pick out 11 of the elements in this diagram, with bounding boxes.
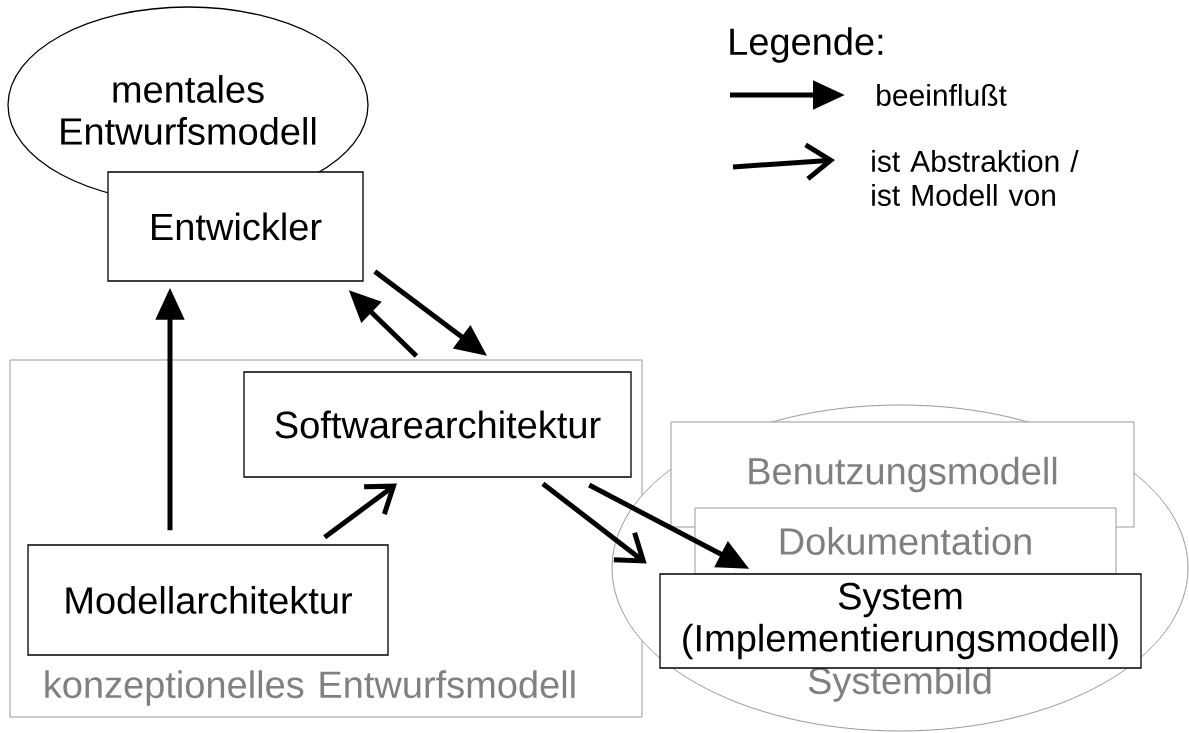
process-box: Softwarearchitektur — [243, 371, 632, 478]
process-box: System (Implementierungsmodell) — [659, 573, 1142, 669]
legend-text: ist Abstraktion / ist Modell von — [872, 150, 1079, 206]
process-box: Modellarchitektur — [27, 544, 389, 656]
stacked-box: Dokumentation — [694, 507, 1117, 575]
arrow — [323, 483, 397, 540]
legend-text: beeinflußt — [877, 84, 1007, 106]
arrow — [541, 481, 647, 564]
process-box: Entwickler — [107, 171, 364, 282]
legend-title: Legende: — [730, 27, 883, 63]
node-label: Systembild — [808, 666, 991, 702]
